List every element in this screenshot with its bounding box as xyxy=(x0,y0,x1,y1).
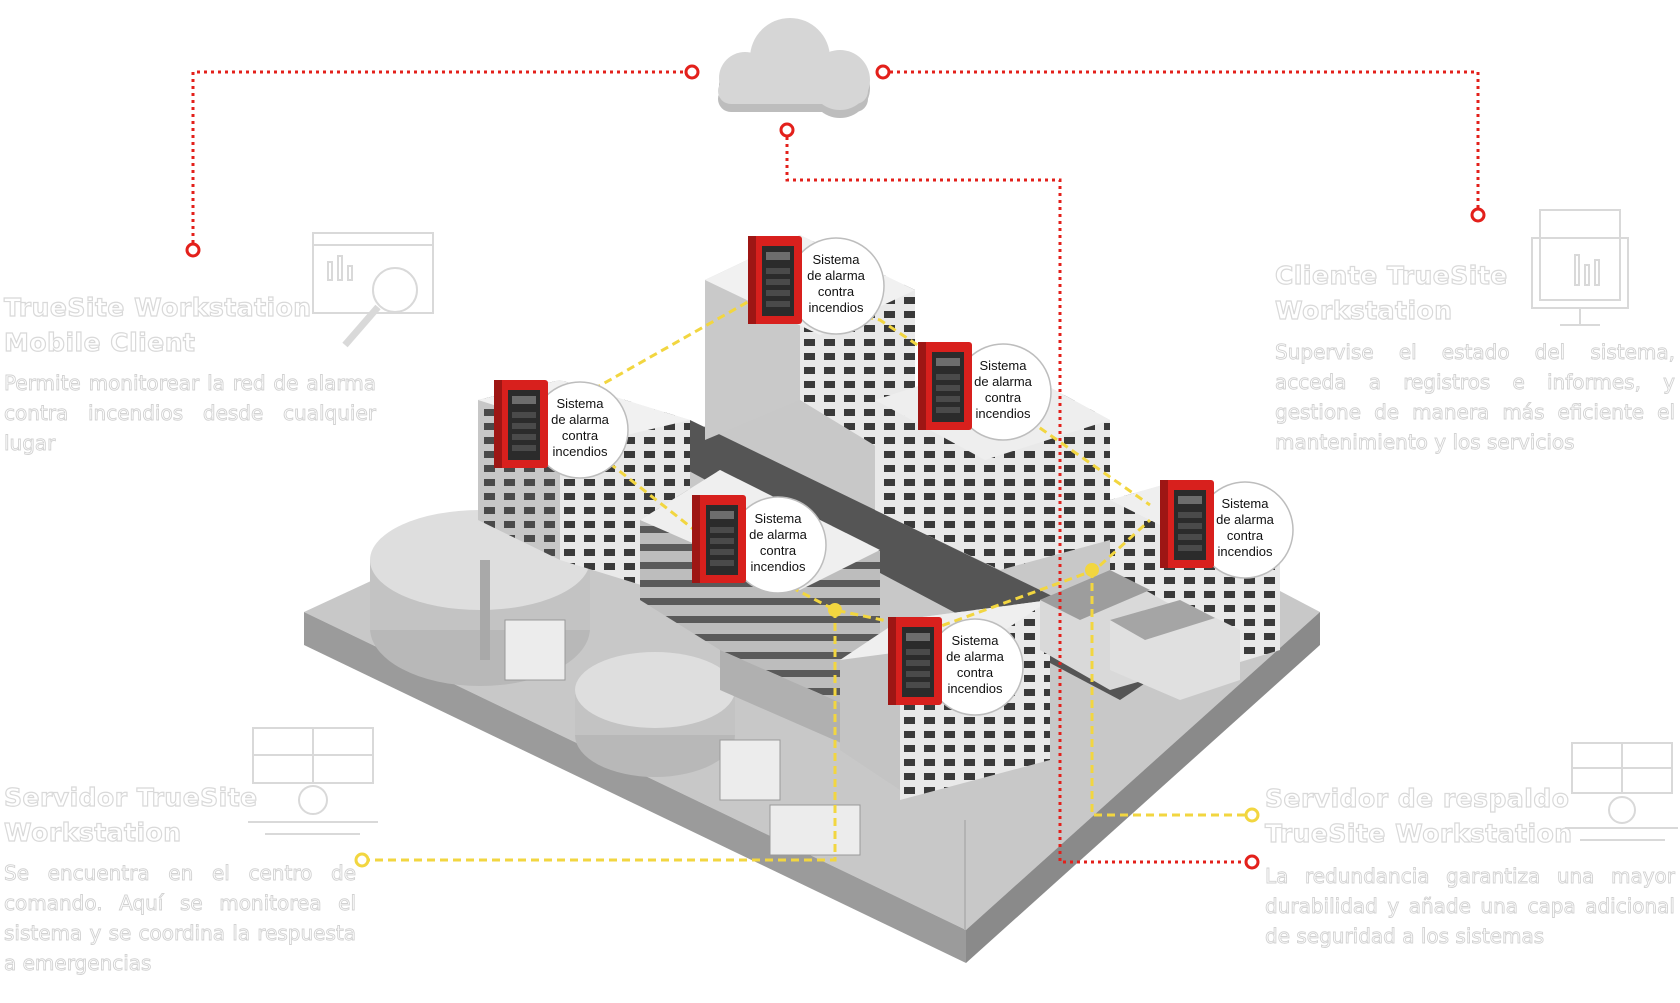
panel-label-line: incendios xyxy=(948,681,1003,696)
panel-label-line: de alarma xyxy=(1216,512,1275,527)
panel-label-line: de alarma xyxy=(974,374,1033,389)
panel-label-line: incendios xyxy=(553,444,608,459)
operator-desk-icon xyxy=(1565,742,1678,841)
connector-dots xyxy=(185,64,1486,870)
mobile-client-title-line2: Mobile Client xyxy=(3,327,196,357)
panel-label-line: Sistema xyxy=(813,252,861,267)
panel-label-line: contra xyxy=(957,665,994,680)
client-title: Cliente TrueSite Workstation xyxy=(1274,258,1605,328)
client-description: Supervise el estado del sistema, acceda … xyxy=(1275,340,1676,455)
panel-label-line: contra xyxy=(1227,528,1264,543)
yellow-network-lines xyxy=(362,293,1252,862)
operator-desk-icon xyxy=(248,727,378,835)
backup-server-title-line2: TrueSite Workstation xyxy=(1264,818,1573,848)
server-description: Se encuentra en el centro de comando. Aq… xyxy=(4,861,357,976)
panel-label-line: de alarma xyxy=(946,649,1005,664)
panel-label-line: incendios xyxy=(809,300,864,315)
panel-label-line: Sistema xyxy=(755,511,803,526)
client-title-line2: Workstation xyxy=(1274,295,1453,325)
mobile-client-title: TrueSite Workstation Mobile Client xyxy=(3,290,334,360)
panel-label-line: incendios xyxy=(976,406,1031,421)
analytics-magnifier-icon xyxy=(312,232,434,348)
panel-label-line: Sistema xyxy=(980,358,1028,373)
backup-server-description: La redundancia garantiza una mayor durab… xyxy=(1265,864,1676,949)
server-title: Servidor TrueSite Workstation xyxy=(3,780,294,850)
cloud-icon xyxy=(718,18,870,118)
panel-label-line: incendios xyxy=(751,559,806,574)
server-title-line1: Servidor TrueSite xyxy=(3,782,258,812)
backup-server-title: Servidor de respaldo TrueSite Workstatio… xyxy=(1264,781,1625,851)
monitor-chart-icon xyxy=(1531,209,1629,326)
panel-label-line: de alarma xyxy=(551,412,610,427)
fire-alarm-panel-icon xyxy=(692,495,746,583)
fire-alarm-panel-icon xyxy=(494,380,548,468)
backup-server-title-line1: Servidor de respaldo xyxy=(1264,783,1570,813)
panel-label-line: contra xyxy=(760,543,797,558)
panel-label-line: contra xyxy=(985,390,1022,405)
panel-label-line: Sistema xyxy=(1222,496,1270,511)
mobile-client-title-line1: TrueSite Workstation xyxy=(3,292,312,322)
red-network-lines xyxy=(191,70,1480,864)
fire-alarm-panel-icon xyxy=(888,617,942,705)
storage-tanks xyxy=(370,510,861,856)
panel-label-line: de alarma xyxy=(807,268,866,283)
fire-alarm-panel-icon xyxy=(1160,480,1214,568)
panel-label-line: contra xyxy=(562,428,599,443)
panel-label-line: incendios xyxy=(1218,544,1273,559)
fire-alarm-panel-icon xyxy=(918,342,972,430)
client-title-line1: Cliente TrueSite xyxy=(1274,260,1508,290)
mobile-client-description: Permite monitorear la red de alarma cont… xyxy=(4,371,377,456)
panel-label-line: de alarma xyxy=(749,527,808,542)
panel-label-line: Sistema xyxy=(557,396,605,411)
panel-label-line: Sistema xyxy=(952,633,1000,648)
panel-label-line: contra xyxy=(818,284,855,299)
server-title-line2: Workstation xyxy=(3,817,182,847)
fire-alarm-panel-icon xyxy=(748,236,802,324)
